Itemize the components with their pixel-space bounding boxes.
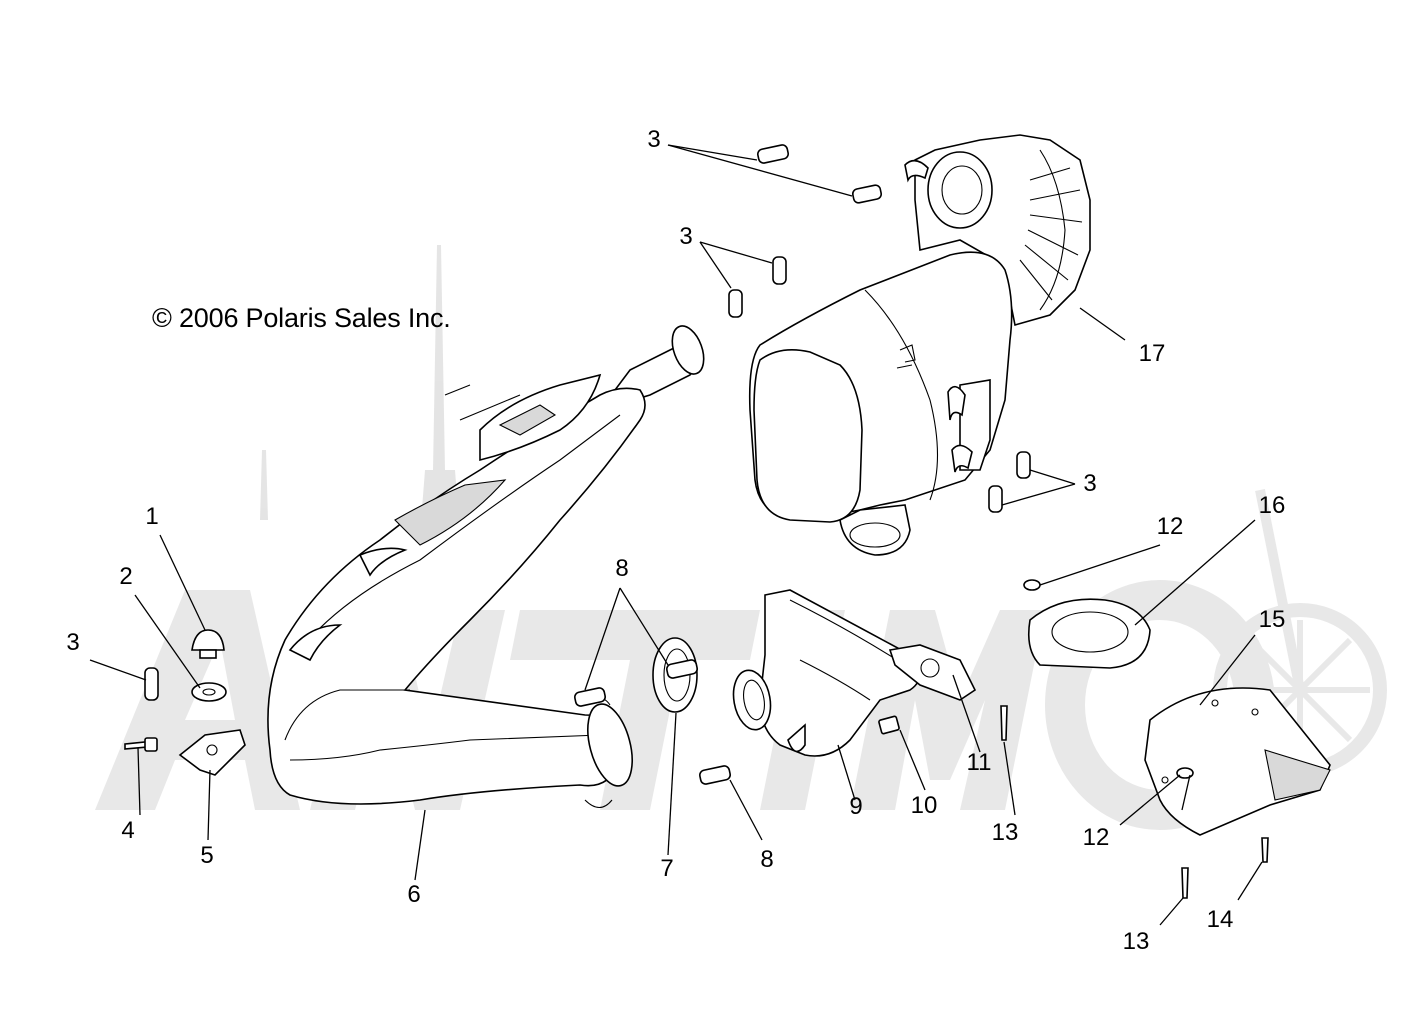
callout-12: 12 xyxy=(1082,824,1110,851)
grommet-part-1 xyxy=(191,629,225,659)
callout-13: 13 xyxy=(991,819,1019,846)
gasket-part-11 xyxy=(888,644,977,701)
bolt-part-4 xyxy=(124,737,158,752)
rivets-part-13-14 xyxy=(1000,705,1269,899)
expansion-chamber-part-6 xyxy=(267,325,705,809)
nut-part-10 xyxy=(878,715,900,735)
callout-9: 9 xyxy=(849,793,863,820)
callout-3: 3 xyxy=(679,223,693,250)
callout-11: 11 xyxy=(966,749,992,776)
callout-3: 3 xyxy=(647,126,661,153)
callout-5: 5 xyxy=(200,842,214,869)
callout-8: 8 xyxy=(760,846,774,873)
callout-13: 13 xyxy=(1122,928,1150,955)
callout-10: 10 xyxy=(910,792,938,819)
callout-3: 3 xyxy=(1083,470,1097,497)
springs-part-3 xyxy=(144,144,1031,701)
bracket-part-5 xyxy=(178,729,246,776)
muffler-part-17 xyxy=(748,134,1091,556)
heat-shield-ring-part-16 xyxy=(1027,598,1151,669)
callout-14: 14 xyxy=(1206,906,1234,933)
callout-7: 7 xyxy=(660,855,674,882)
callout-6: 6 xyxy=(407,881,421,908)
callout-4: 4 xyxy=(121,817,135,844)
washer-part-12 xyxy=(1023,579,1194,779)
heat-shield-part-15 xyxy=(1144,687,1331,836)
callout-16: 16 xyxy=(1258,492,1286,519)
washer-part-2 xyxy=(191,682,227,702)
manifold-part-9 xyxy=(732,589,923,757)
callout-17: 17 xyxy=(1138,340,1166,367)
callout-1: 1 xyxy=(145,503,159,530)
callout-12: 12 xyxy=(1156,513,1184,540)
callout-15: 15 xyxy=(1258,606,1286,633)
springs-part-8 xyxy=(574,659,731,785)
copyright-notice: © 2006 Polaris Sales Inc. xyxy=(152,303,451,333)
callout-3: 3 xyxy=(66,629,80,656)
leader-lines xyxy=(89,144,1263,926)
callout-2: 2 xyxy=(119,563,133,590)
callout-8: 8 xyxy=(615,555,629,582)
